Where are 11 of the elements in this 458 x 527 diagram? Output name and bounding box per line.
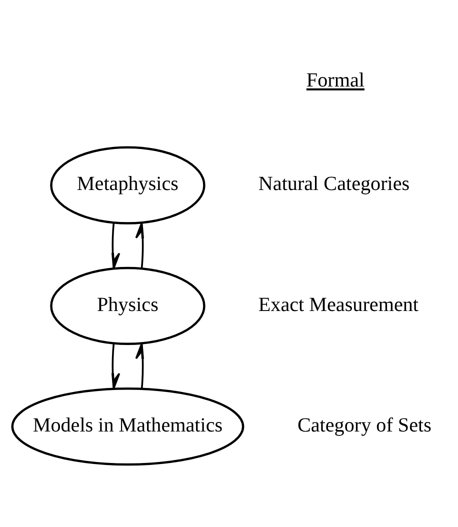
node-label: Exact Measurement: [258, 294, 419, 316]
arrow: [111, 222, 120, 270]
node-label: Category of Sets: [297, 414, 432, 436]
arrow: [111, 343, 120, 390]
label: Formal: [306, 69, 364, 92]
node-ellipse: Metaphysics: [50, 146, 206, 224]
arrow: [135, 342, 144, 389]
node-label: Natural Categories: [258, 173, 410, 196]
arrow: [135, 222, 144, 268]
node-ellipse: Physics: [50, 266, 206, 346]
node-ellipse: Models in Mathematics: [11, 387, 244, 466]
